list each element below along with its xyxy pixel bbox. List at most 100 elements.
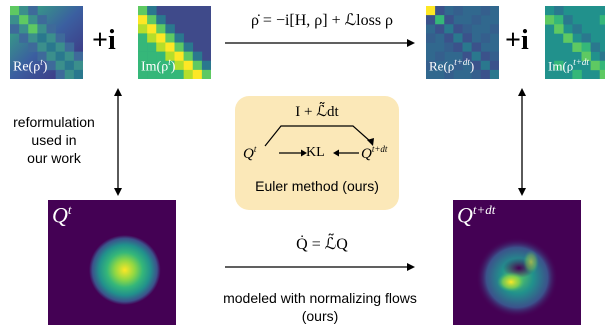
heatmap-cell xyxy=(19,15,29,25)
heatmap-cell xyxy=(453,24,463,34)
q-tdt-sup: t+dt xyxy=(472,202,496,217)
heatmap-cell xyxy=(581,51,591,62)
q-t-panel: Qt xyxy=(48,200,176,325)
plus-i-right: +i xyxy=(505,25,529,56)
heatmap-cell xyxy=(10,24,20,34)
right-vertical-arrow xyxy=(518,88,526,196)
heatmap-cell xyxy=(462,42,472,52)
heatmap-cell xyxy=(55,60,66,71)
im-rho-tdt-label: Im(ρ xyxy=(548,58,574,74)
heatmap-cell xyxy=(435,15,445,25)
heatmap-cell xyxy=(471,69,482,80)
euler-caption: Euler method (ours) xyxy=(255,178,379,194)
bottom-caption: modeled with normalizing flows (ours) xyxy=(200,289,440,325)
plus-i-left: +i xyxy=(92,25,116,56)
heatmap-cell xyxy=(55,69,66,80)
im-rho-t-heatmap xyxy=(138,6,212,80)
heatmap-cell xyxy=(64,69,75,80)
heatmap-cell xyxy=(462,51,472,62)
heatmap-cell xyxy=(138,24,148,34)
euler-operator: I + ℒ̃dt xyxy=(295,104,339,120)
heatmap-cell xyxy=(201,60,212,71)
euler-q-left: Q xyxy=(243,146,254,162)
heatmap-cell xyxy=(138,6,148,16)
heatmap-cell xyxy=(453,6,463,16)
heatmap-cell xyxy=(64,51,75,62)
heatmap-cell xyxy=(480,51,491,62)
heatmap-cell xyxy=(444,24,454,34)
heatmap-cell xyxy=(572,24,582,34)
q-t-sup: t xyxy=(67,202,72,217)
heatmap-cell xyxy=(192,69,203,80)
heatmap-cell xyxy=(489,51,500,62)
heatmap-cell xyxy=(147,69,157,80)
euler-q-right-sup: t+dt xyxy=(371,144,388,154)
heatmap-cell xyxy=(444,15,454,25)
heatmap-cell xyxy=(471,51,482,62)
heatmap-cell xyxy=(174,51,184,62)
heatmap-cell xyxy=(471,15,482,25)
heatmap-cell xyxy=(156,33,166,43)
heatmap-cell xyxy=(444,69,454,80)
q-tdt-density xyxy=(453,200,581,325)
heatmap-cell xyxy=(554,24,564,34)
heatmap-cell xyxy=(581,33,591,43)
heatmap-cell xyxy=(183,69,194,80)
heatmap-cell xyxy=(64,60,75,71)
heatmap-cell xyxy=(165,24,175,34)
heatmap-cell xyxy=(563,15,573,25)
heatmap-cell xyxy=(599,51,605,62)
heatmap-cell xyxy=(165,42,175,52)
heatmap-cell xyxy=(37,24,47,34)
heatmap-cell xyxy=(73,69,84,80)
heatmap-cell xyxy=(156,15,166,25)
heatmap-cell xyxy=(174,60,184,71)
heatmap-cell xyxy=(471,60,482,71)
heatmap-cell xyxy=(10,6,20,16)
heatmap-cell xyxy=(545,15,555,25)
heatmap-cell xyxy=(138,33,148,43)
heatmap-cell xyxy=(156,24,166,34)
heatmap-cell xyxy=(174,33,184,43)
heatmap-cell xyxy=(435,24,445,34)
heatmap-cell xyxy=(156,42,166,52)
heatmap-cell xyxy=(435,6,445,16)
heatmap-cell xyxy=(19,33,29,43)
left-text-line-3: our work xyxy=(27,150,81,166)
heatmap-cell xyxy=(156,60,166,71)
heatmap-cell xyxy=(64,42,75,52)
heatmap-cell xyxy=(147,33,157,43)
heatmap-cell xyxy=(174,69,184,80)
heatmap-cell xyxy=(489,69,500,80)
heatmap-cell xyxy=(46,24,56,34)
heatmap-cell xyxy=(37,51,47,62)
bottom-equation: Q̇ = ℒ̃Q xyxy=(296,236,348,253)
heatmap-cell xyxy=(37,33,47,43)
re-rho-t-sup: t xyxy=(40,57,43,67)
q-t-density xyxy=(48,200,176,325)
heatmap-cell xyxy=(28,42,38,52)
heatmap-cell xyxy=(46,42,56,52)
top-equation: ρ̇ = −i[H, ρ] + ℒloss ρ xyxy=(250,12,394,29)
heatmap-cell xyxy=(480,60,491,71)
heatmap-cell xyxy=(156,51,166,62)
heatmap-cell xyxy=(480,33,491,43)
euler-kl: KL xyxy=(306,145,325,160)
euler-q-right: Q xyxy=(361,146,372,162)
heatmap-cell xyxy=(46,33,56,43)
heatmap-cell xyxy=(444,42,454,52)
heatmap-cell xyxy=(554,60,564,71)
top-arrow xyxy=(225,39,415,47)
left-text: reformulation used in our work xyxy=(0,113,108,167)
heatmap-cell xyxy=(156,69,166,80)
heatmap-cell xyxy=(480,6,491,16)
heatmap-cell xyxy=(572,69,582,79)
heatmap-cell xyxy=(444,33,454,43)
heatmap-cell xyxy=(563,33,573,43)
heatmap-cell xyxy=(165,69,175,80)
heatmap-cell xyxy=(174,42,184,52)
heatmap-cell xyxy=(73,60,84,71)
re-rho-tdt-sup: t+dt xyxy=(454,57,470,67)
heatmap-cell xyxy=(183,60,194,71)
heatmap-cell xyxy=(73,51,84,62)
